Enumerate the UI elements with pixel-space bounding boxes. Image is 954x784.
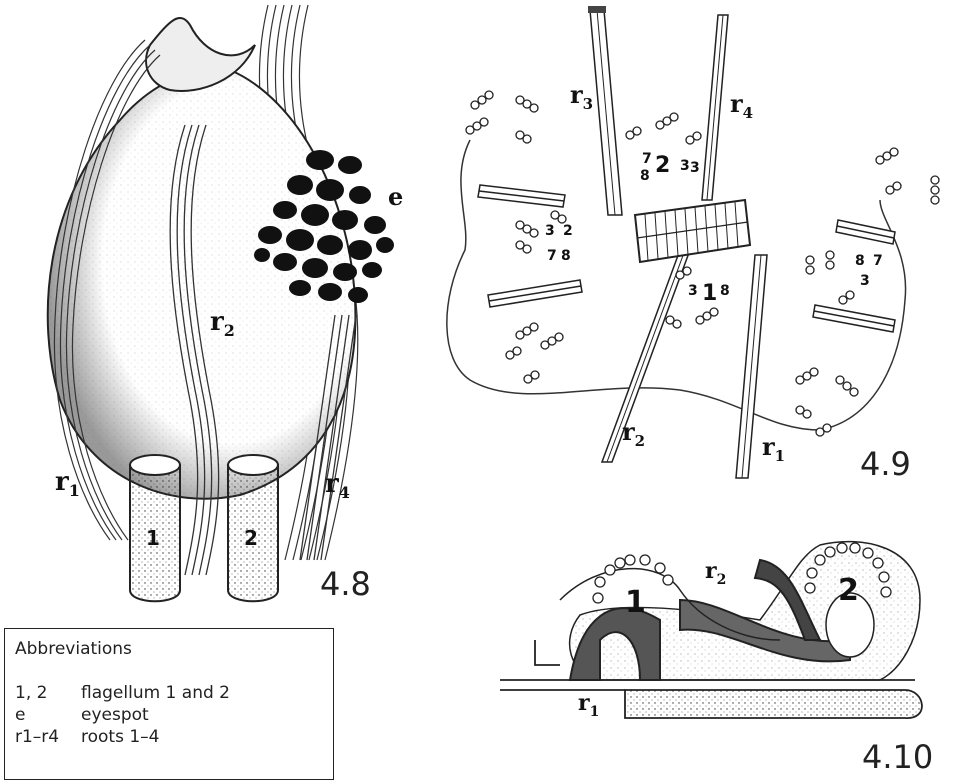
- basal-body-1-label: 1: [702, 281, 717, 306]
- n-mid-1: 8: [720, 283, 730, 299]
- basal-body-2-label: 2: [655, 153, 670, 178]
- label-r1-10: r1: [578, 690, 599, 720]
- n-top-1: 3: [680, 158, 690, 174]
- abbreviations-title: Abbreviations: [15, 639, 132, 659]
- root-r3: [588, 6, 622, 215]
- abbreviation-key: r1–r4: [15, 727, 81, 749]
- fig410-bb2-label: 2: [838, 573, 859, 608]
- abbreviation-value: roots 1–4: [81, 727, 159, 749]
- abbreviation-key: e: [15, 705, 81, 727]
- n-top-0: 7: [642, 151, 652, 167]
- root-r2-9: [602, 250, 690, 462]
- label-r4-9: r4: [730, 89, 753, 122]
- abbreviation-row: r1–r4 roots 1–4: [15, 727, 159, 749]
- label-r2-10: r2: [705, 558, 726, 588]
- abbreviation-row: 1, 2 flagellum 1 and 2: [15, 683, 230, 705]
- label-r1: r1: [55, 467, 80, 500]
- n-left-3: 8: [561, 248, 571, 264]
- fig-4-9-basal-apparatus: 7 3 8 3 3 2 7 8 3 8 8 7 3 2 1 r3 r4 r2 r…: [447, 6, 939, 478]
- root-r4-9: [702, 15, 728, 200]
- label-r2-9: r2: [622, 417, 645, 450]
- n-left-2: 7: [547, 248, 557, 264]
- figure-number-4-8: 4.8: [320, 565, 371, 603]
- label-r3-9: r3: [570, 80, 593, 113]
- label-r4: r4: [325, 469, 350, 502]
- abbreviation-key: 1, 2: [15, 683, 81, 705]
- r1-plate: [625, 690, 922, 718]
- fig410-bb1-label: 1: [625, 585, 646, 620]
- abbreviation-row: e eyespot: [15, 705, 149, 727]
- n-mid-0: 3: [688, 283, 698, 299]
- abbreviations-legend: Abbreviations 1, 2 flagellum 1 and 2 e e…: [4, 628, 334, 780]
- label-flagellum-1: 1: [146, 526, 160, 550]
- n-right-0: 8: [855, 253, 865, 269]
- label-e: e: [388, 182, 403, 211]
- n-left-0: 3: [545, 223, 555, 239]
- n-right-2: 3: [860, 273, 870, 289]
- distal-striated-fibre: [635, 200, 750, 262]
- n-top-2: 8: [640, 168, 650, 184]
- label-r1-9: r1: [762, 432, 785, 465]
- figure-number-4-9: 4.9: [860, 445, 911, 483]
- microtubule-rows: [466, 91, 939, 436]
- abbreviation-value: eyespot: [81, 705, 149, 727]
- figure-number-4-10: 4.10: [862, 738, 933, 776]
- n-right-1: 7: [873, 253, 883, 269]
- n-left-1: 2: [563, 223, 573, 239]
- abbreviation-value: flagellum 1 and 2: [81, 683, 230, 705]
- fig-4-10-side-view: 1 2 r2 r1: [500, 542, 922, 720]
- label-flagellum-2: 2: [244, 526, 258, 550]
- right-connective-bands: [813, 220, 895, 332]
- n-top-3: 3: [690, 160, 700, 176]
- fig-4-8-cell-diagram: e r2 r1 r4 1 2: [48, 5, 404, 601]
